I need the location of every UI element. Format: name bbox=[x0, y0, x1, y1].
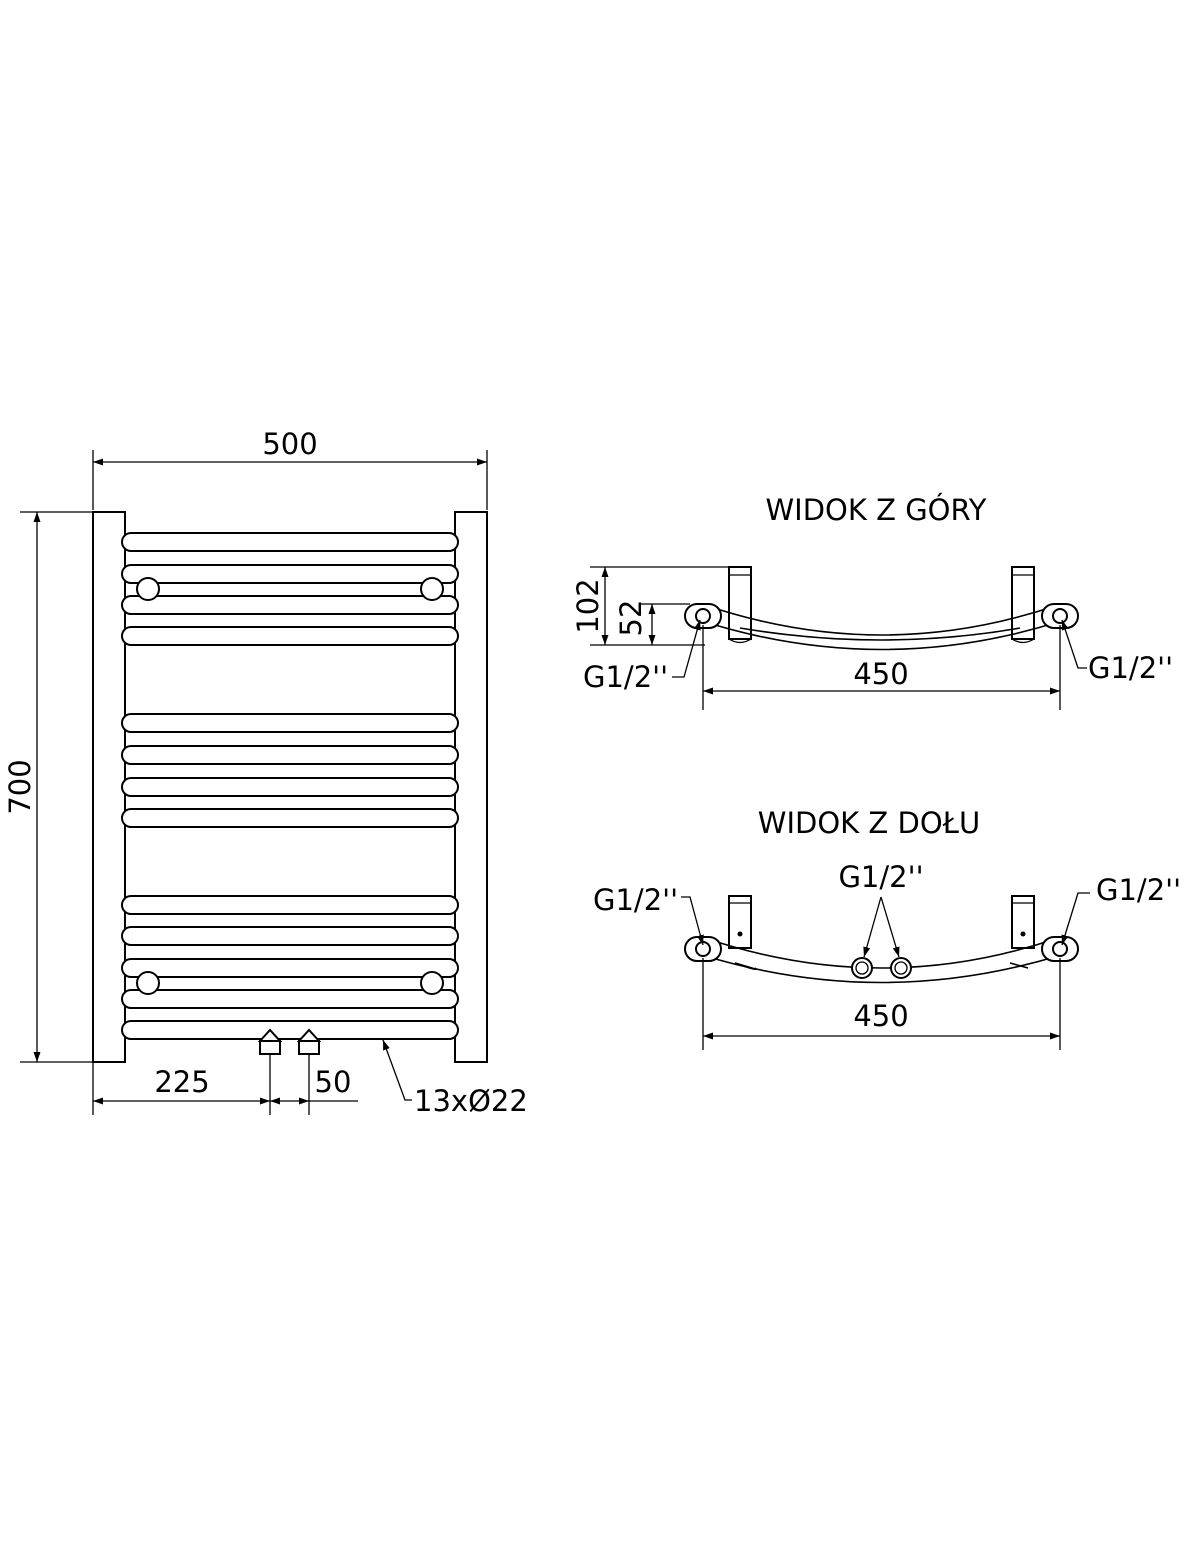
top-view-bracket-right bbox=[1011, 566, 1035, 644]
bracket-top-right bbox=[420, 577, 444, 601]
bottom-center-connection-leader-a bbox=[863, 896, 882, 958]
bottom-right-connection-leader bbox=[1061, 892, 1090, 946]
bottom-view-bracket-right bbox=[1011, 895, 1035, 949]
tubes-leader bbox=[382, 1039, 412, 1101]
top-view: WIDOK Z GÓRY 102 52 450 bbox=[571, 493, 1173, 710]
top-left-connection-leader bbox=[672, 619, 701, 678]
bottom-left-connection-leader bbox=[681, 896, 704, 946]
bottom-view-curved-body bbox=[701, 936, 1062, 984]
tube bbox=[121, 626, 459, 646]
bottom-view-bracket-left bbox=[728, 895, 752, 949]
spacing-label: 50 bbox=[315, 1065, 352, 1099]
tube bbox=[121, 926, 459, 946]
tube bbox=[121, 595, 459, 615]
bottom-center-connection-label: G1/2'' bbox=[838, 860, 923, 894]
offset-label: 225 bbox=[154, 1065, 209, 1099]
top-view-title: WIDOK Z GÓRY bbox=[765, 493, 986, 527]
tube bbox=[121, 958, 459, 978]
bottom-left-connection-label: G1/2'' bbox=[593, 883, 678, 917]
tube bbox=[121, 713, 459, 733]
bottom-center-connection-leader-b bbox=[880, 896, 900, 958]
top-view-curved-body bbox=[701, 603, 1062, 651]
top-left-connection-label: G1/2'' bbox=[583, 660, 668, 694]
bottom-center-connection-left bbox=[851, 957, 873, 979]
top-span-label: 450 bbox=[853, 657, 908, 691]
tube bbox=[121, 989, 459, 1009]
tubes-label: 13xØ22 bbox=[414, 1084, 528, 1118]
top-right-connection-leader bbox=[1061, 619, 1087, 669]
width-label: 500 bbox=[262, 427, 317, 461]
bracket-bottom-right bbox=[420, 971, 444, 995]
bottom-right-connection-label: G1/2'' bbox=[1096, 873, 1181, 907]
depth-total-label: 102 bbox=[571, 578, 605, 633]
tube bbox=[121, 777, 459, 797]
tube bbox=[121, 745, 459, 765]
valve-left bbox=[257, 1028, 283, 1055]
bottom-center-connection-right bbox=[890, 957, 912, 979]
height-label: 700 bbox=[3, 759, 37, 814]
bottom-view-title: WIDOK Z DOŁU bbox=[758, 806, 980, 840]
tube bbox=[121, 1020, 459, 1040]
front-view: 500 700 225 50 13xØ22 bbox=[3, 427, 528, 1118]
tube bbox=[121, 564, 459, 584]
top-right-connection-label: G1/2'' bbox=[1088, 651, 1173, 685]
left-post bbox=[92, 511, 126, 1063]
bracket-top-left bbox=[136, 577, 160, 601]
right-post bbox=[454, 511, 488, 1063]
tube-group bbox=[121, 532, 459, 1040]
depth-offset-label: 52 bbox=[614, 600, 648, 637]
tube bbox=[121, 808, 459, 828]
top-view-bracket-left bbox=[728, 566, 752, 644]
bracket-bottom-left bbox=[136, 971, 160, 995]
bottom-span-label: 450 bbox=[853, 999, 908, 1033]
tube bbox=[121, 895, 459, 915]
tube bbox=[121, 532, 459, 552]
bottom-view: WIDOK Z DOŁU 450 bbox=[593, 806, 1181, 1050]
